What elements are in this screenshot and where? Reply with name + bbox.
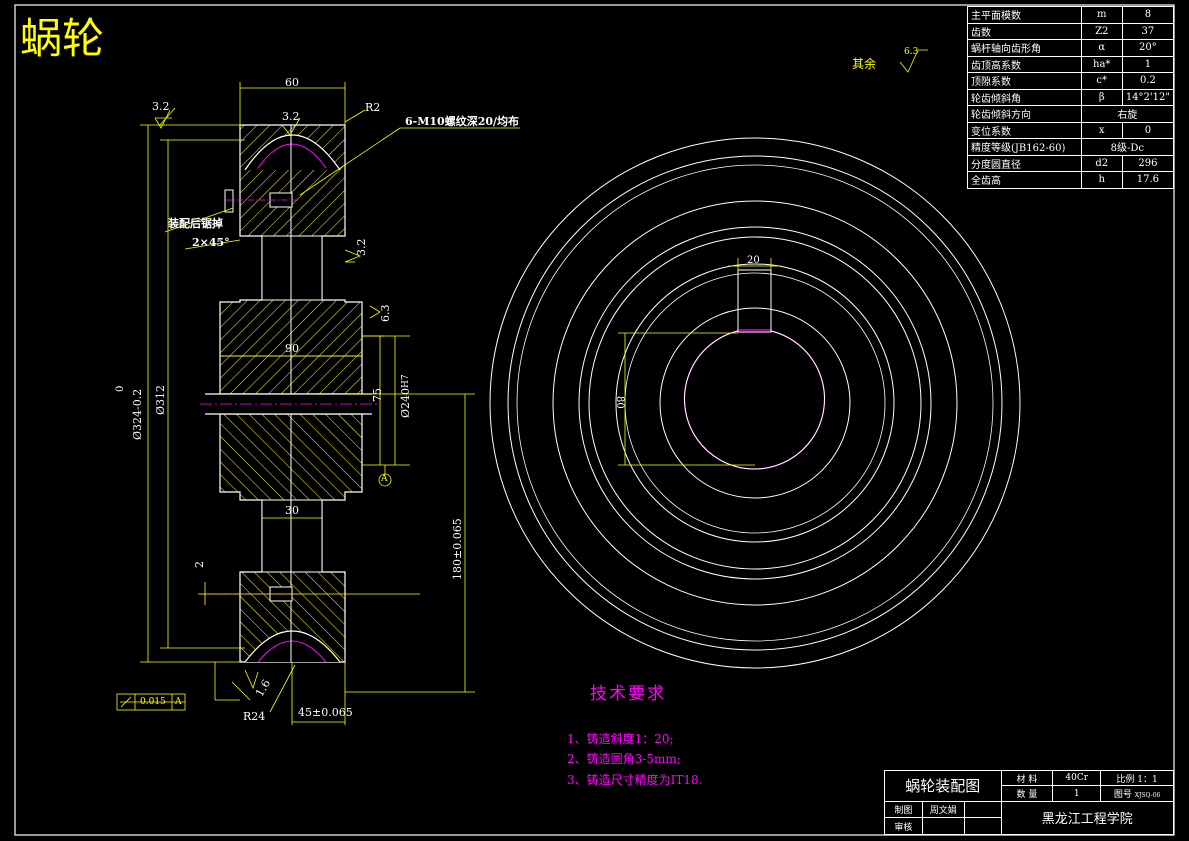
chamfer-dim: 2×45° <box>192 236 230 249</box>
end-view <box>489 137 1021 669</box>
title-block: 蜗轮装配图 材 料 40Cr 比例 1：1 数 量 1 图号 XJSQ-06 制… <box>884 769 1175 836</box>
dim-outer-tol: 0 <box>115 385 126 392</box>
reviewer-label: 审核 <box>884 817 923 835</box>
dim-width-top: 60 <box>285 76 299 89</box>
dim-hub-width: 90 <box>285 342 299 355</box>
dim-half-width: 45±0.065 <box>298 706 353 719</box>
rough-right-web: 3.2 <box>355 238 368 257</box>
scale-label: 比例 <box>1116 774 1135 785</box>
surface-note-roughness: 6.3 <box>904 47 919 57</box>
dim-web-width: 30 <box>285 504 299 517</box>
dim-center-distance: 180±0.065 <box>451 518 464 580</box>
material: 40Cr <box>1052 769 1102 787</box>
drafter-label: 制图 <box>884 800 923 819</box>
param-row: 精度等级(JB162-60)8级-Dc <box>967 138 1175 156</box>
tech-req-title: 技术要求 <box>590 684 666 704</box>
drawing-no: XJSQ-06 <box>1134 792 1161 800</box>
runout-datum: A <box>175 697 182 707</box>
dim-radius-bottom: R24 <box>243 710 266 723</box>
drawing-name: 蜗轮装配图 <box>884 770 1002 802</box>
dim-bore-dia: Ø240 <box>399 387 412 418</box>
param-row: 轮齿倾斜方向右旋 <box>967 105 1175 123</box>
runout-value: 0.015 <box>140 697 166 707</box>
weld-note: 装配后锯掉 <box>168 217 223 230</box>
tech-req-item-1: 1、铸造斜度1：20; <box>567 732 674 746</box>
rough-top-mid: 3.2 <box>282 110 300 123</box>
rough-top-left: 3.2 <box>152 100 170 113</box>
dim-radius-top: R2 <box>365 101 381 114</box>
bore-dim: 80 <box>614 396 625 409</box>
section-view <box>116 49 928 725</box>
sheet-border <box>14 4 1175 836</box>
dim-bore-tol: H7 <box>401 374 411 388</box>
qty-label: 数 量 <box>1000 785 1054 802</box>
drawing-title: 蜗轮 <box>20 14 105 63</box>
drafter: 周文娟 <box>921 800 965 819</box>
dim-throat-dia: Ø312 <box>154 384 167 415</box>
tapped-holes-note: 6-M10螺纹深20/均布 <box>405 115 520 128</box>
dim-outer-dia: Ø324-0.2 <box>131 388 144 440</box>
surface-note-label: 其余 <box>852 57 877 71</box>
qty: 1 <box>1052 785 1102 802</box>
tech-req-item-3: 3、铸造尺寸精度为IT18. <box>567 773 703 787</box>
tech-req-item-2: 2、铸造圆角3-5mm; <box>567 752 681 766</box>
keyway-width-dim: 20 <box>747 255 760 266</box>
datum-label: A <box>381 474 388 484</box>
school: 黑龙江工程学院 <box>1000 800 1175 836</box>
dim-key-offset: 75 <box>371 388 384 402</box>
scale: 1：1 <box>1137 774 1158 785</box>
drawing-no-label: 图号 <box>1113 790 1132 801</box>
rough-hub: 6.3 <box>379 304 392 323</box>
dim-offset-2: 2 <box>193 561 206 568</box>
runout-frame <box>116 693 186 711</box>
material-label: 材 料 <box>1000 769 1054 787</box>
